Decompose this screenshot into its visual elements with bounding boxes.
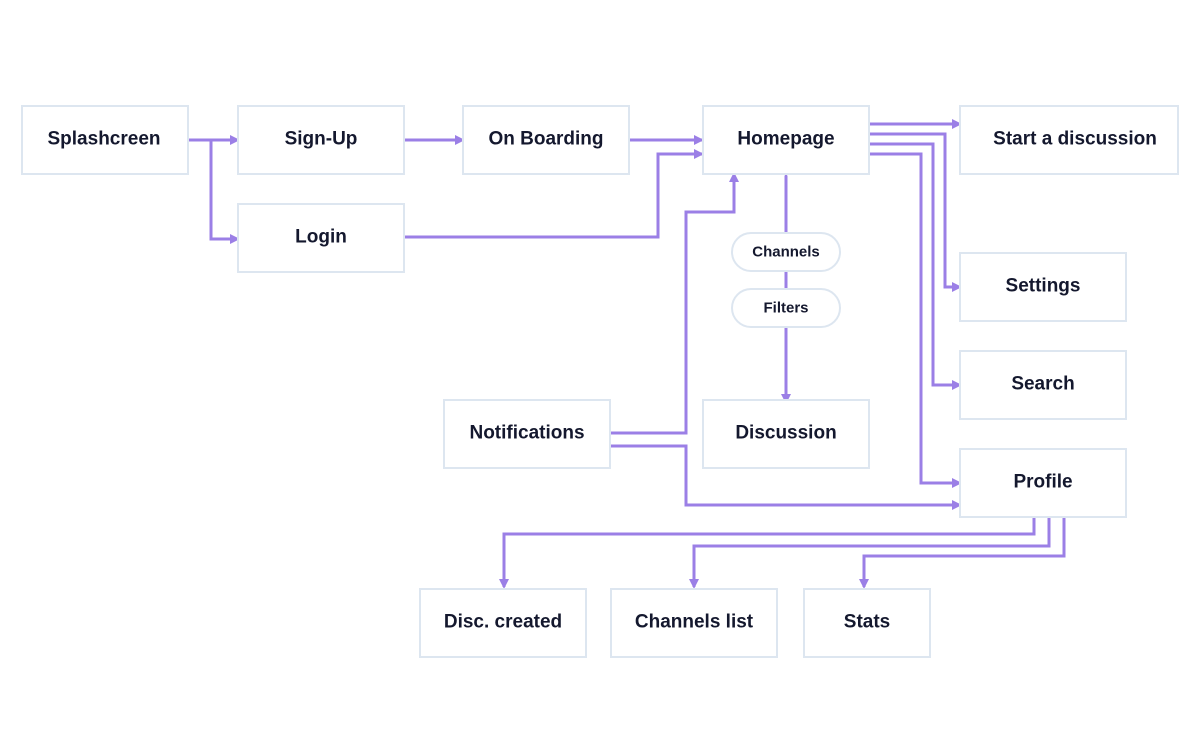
connectors (188, 119, 1069, 589)
node-onboarding: On Boarding (462, 105, 630, 175)
pill-channels: Channels (731, 232, 841, 272)
pill-filters-label: Filters (763, 300, 808, 317)
node-disc-created-label: Disc. created (444, 612, 562, 633)
edge-notifications-homepage (603, 172, 739, 438)
node-stats-label: Stats (844, 612, 890, 633)
node-stats: Stats (803, 588, 931, 658)
node-homepage-label: Homepage (737, 129, 834, 150)
node-discussion: Discussion (702, 399, 870, 469)
node-login-label: Login (295, 227, 347, 248)
pill-filters: Filters (731, 288, 841, 328)
node-homepage: Homepage (702, 105, 870, 175)
node-splashscreen-label: Splashcreen (48, 129, 161, 150)
edge-profile-channels-list (689, 509, 1054, 589)
node-channels-list: Channels list (610, 588, 778, 658)
node-start-discussion-label: Start a discussion (993, 129, 1157, 150)
pill-channels-label: Channels (752, 244, 820, 261)
node-search: Search (959, 350, 1127, 420)
node-start-discussion: Start a discussion (959, 105, 1179, 175)
node-signup-label: Sign-Up (285, 129, 358, 150)
node-login: Login (237, 203, 405, 273)
node-settings-label: Settings (1006, 276, 1081, 297)
node-search-label: Search (1011, 374, 1074, 395)
node-settings: Settings (959, 252, 1127, 322)
edge-homepage-settings (861, 129, 962, 292)
node-notifications: Notifications (443, 399, 611, 469)
node-onboarding-label: On Boarding (488, 129, 603, 150)
edge-profile-stats (859, 509, 1069, 589)
node-profile: Profile (959, 448, 1127, 518)
node-channels-list-label: Channels list (635, 612, 754, 633)
node-discussion-label: Discussion (735, 423, 836, 444)
edge-profile-disc-created (499, 509, 1039, 589)
edge-notifications-profile (603, 441, 962, 510)
node-notifications-label: Notifications (469, 423, 584, 444)
edge-splash-login (209, 140, 240, 244)
node-signup: Sign-Up (237, 105, 405, 175)
node-disc-created: Disc. created (419, 588, 587, 658)
node-profile-label: Profile (1013, 472, 1072, 493)
node-splashscreen: Splashcreen (21, 105, 189, 175)
